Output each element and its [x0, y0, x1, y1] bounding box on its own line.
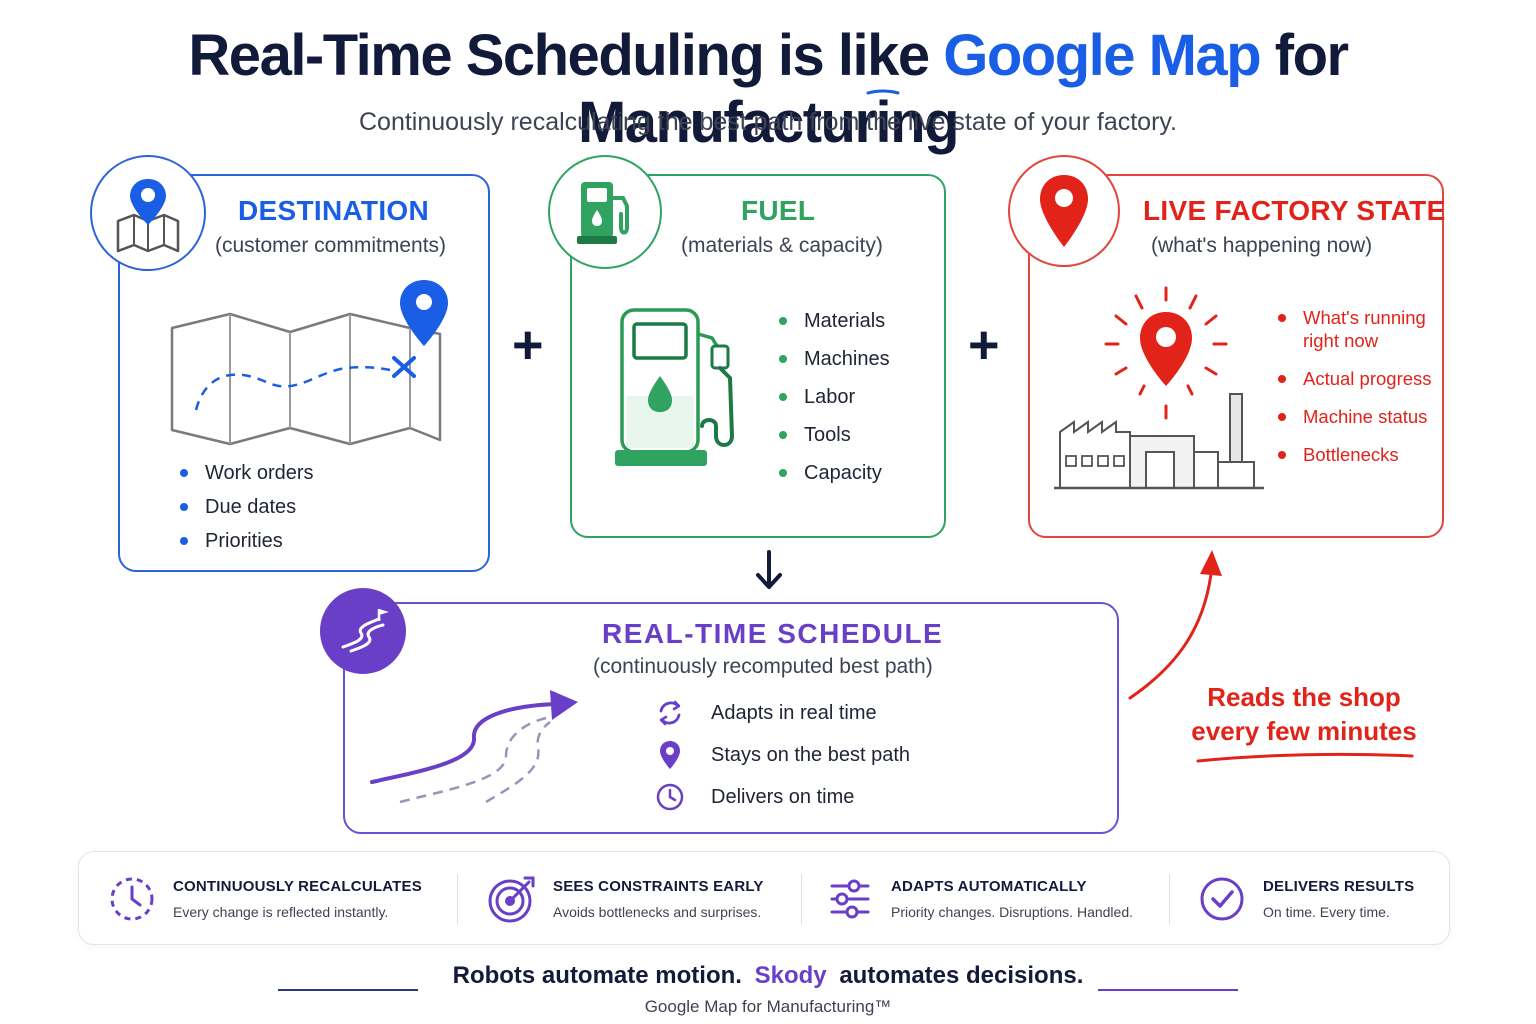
treasure-map-icon — [170, 280, 448, 446]
route-arrow-icon — [370, 690, 578, 804]
divider — [1169, 874, 1170, 924]
sliders-icon — [825, 874, 875, 924]
red-location-pin-icon — [1040, 175, 1088, 247]
map-pin-icon — [116, 179, 180, 253]
schedule-title: REAL-TIME SCHEDULE — [602, 618, 944, 649]
list-item: Work orders — [180, 456, 314, 490]
fuel-pump-icon — [577, 182, 629, 244]
benefit-title: DELIVERS RESULTS — [1263, 878, 1415, 895]
tagline-post: automates decisions. — [839, 962, 1084, 989]
feature-label: Stays on the best path — [711, 743, 911, 766]
feature-label: Adapts in real time — [711, 701, 877, 724]
list-item: Materials — [779, 302, 890, 340]
location-pin-icon — [655, 740, 685, 770]
destination-list: Work orders Due dates Priorities — [180, 456, 314, 558]
list-item: Capacity — [779, 454, 890, 492]
destination-subtitle: (customer commitments) — [215, 234, 447, 257]
title-accent: Google Map — [943, 23, 1261, 88]
live-state-title: LIVE FACTORY STATE — [1143, 195, 1446, 226]
page-subtitle: Continuously recalculating the best path… — [358, 108, 1178, 136]
factory-icon — [1054, 286, 1264, 490]
tagline-rule-left — [278, 989, 418, 991]
list-item: Actual progress — [1278, 367, 1438, 390]
page-title: Real-Time Scheduling is like Google Map … — [0, 22, 1536, 156]
benefit-desc: Every change is reflected instantly. — [173, 904, 389, 920]
feature-best-path: Stays on the best path — [655, 740, 910, 770]
reads-shop-note: Reads the shop every few minutes — [1176, 680, 1432, 748]
plus-operator: + — [968, 315, 1000, 375]
benefits-strip: CONTINUOUSLY RECALCULATES Every change i… — [78, 851, 1450, 945]
plus-operator: + — [512, 315, 544, 375]
target-icon — [487, 874, 537, 924]
clock-icon — [655, 782, 685, 812]
title-pre: Real-Time Scheduling is like — [188, 23, 930, 88]
down-arrow-icon — [756, 550, 782, 589]
benefit-desc: On time. Every time. — [1263, 904, 1390, 920]
list-item: Bottlenecks — [1278, 443, 1438, 466]
schedule-badge — [320, 588, 406, 674]
benefit-constraints: SEES CONSTRAINTS EARLY Avoids bottleneck… — [487, 852, 764, 946]
fuel-title: FUEL — [741, 195, 816, 226]
check-circle-icon — [1197, 874, 1247, 924]
live-state-badge — [1008, 155, 1120, 267]
benefit-title: CONTINUOUSLY RECALCULATES — [173, 878, 422, 895]
benefit-adapts: ADAPTS AUTOMATICALLY Priority changes. D… — [825, 852, 1133, 946]
live-state-list: What's running right now Actual progress… — [1278, 306, 1438, 481]
footer-text: Google Map for Manufacturing™ — [644, 997, 892, 1016]
divider — [801, 874, 802, 924]
red-underline-icon — [1196, 752, 1414, 763]
feature-label: Delivers on time — [711, 785, 855, 808]
destination-badge — [90, 155, 206, 271]
list-item: Due dates — [180, 490, 314, 524]
schedule-subtitle: (continuously recomputed best path) — [593, 655, 933, 678]
list-item: What's running right now — [1278, 306, 1438, 352]
benefit-delivers: DELIVERS RESULTS On time. Every time. — [1197, 852, 1414, 946]
road-flag-icon — [341, 609, 389, 653]
refresh-icon — [655, 698, 685, 728]
brand-name: Skody — [754, 962, 827, 989]
gas-station-icon — [615, 308, 735, 466]
reads-note-line: every few minutes — [1191, 716, 1417, 746]
tagline-pre: Robots automate motion. — [452, 962, 742, 989]
dashed-clock-icon — [107, 874, 157, 924]
feature-adapts: Adapts in real time — [655, 698, 877, 728]
reads-note-line: Reads the shop — [1207, 682, 1401, 712]
list-item: Priorities — [180, 524, 314, 558]
benefit-title: SEES CONSTRAINTS EARLY — [553, 878, 764, 895]
title-underline-icon — [866, 89, 900, 95]
tagline-rule-right — [1098, 989, 1238, 991]
list-item: Machine status — [1278, 405, 1438, 428]
live-state-subtitle: (what's happening now) — [1151, 234, 1373, 257]
benefit-desc: Avoids bottlenecks and surprises. — [553, 904, 762, 920]
benefit-title: ADAPTS AUTOMATICALLY — [891, 878, 1087, 895]
list-item: Labor — [779, 378, 890, 416]
divider — [457, 874, 458, 924]
curved-arrow-icon — [1128, 550, 1222, 700]
benefit-desc: Priority changes. Disruptions. Handled. — [891, 904, 1134, 920]
list-item: Machines — [779, 340, 890, 378]
fuel-badge — [548, 155, 662, 269]
title-post: for Manufacturing — [577, 23, 1349, 155]
benefit-recalculates: CONTINUOUSLY RECALCULATES Every change i… — [107, 852, 422, 946]
schedule-card — [343, 602, 1119, 834]
tagline: Robots automate motion. Skody automates … — [0, 962, 1536, 990]
feature-on-time: Delivers on time — [655, 782, 854, 812]
destination-title: DESTINATION — [238, 195, 430, 226]
fuel-subtitle: (materials & capacity) — [681, 234, 883, 257]
fuel-list: Materials Machines Labor Tools Capacity — [779, 302, 890, 492]
list-item: Tools — [779, 416, 890, 454]
